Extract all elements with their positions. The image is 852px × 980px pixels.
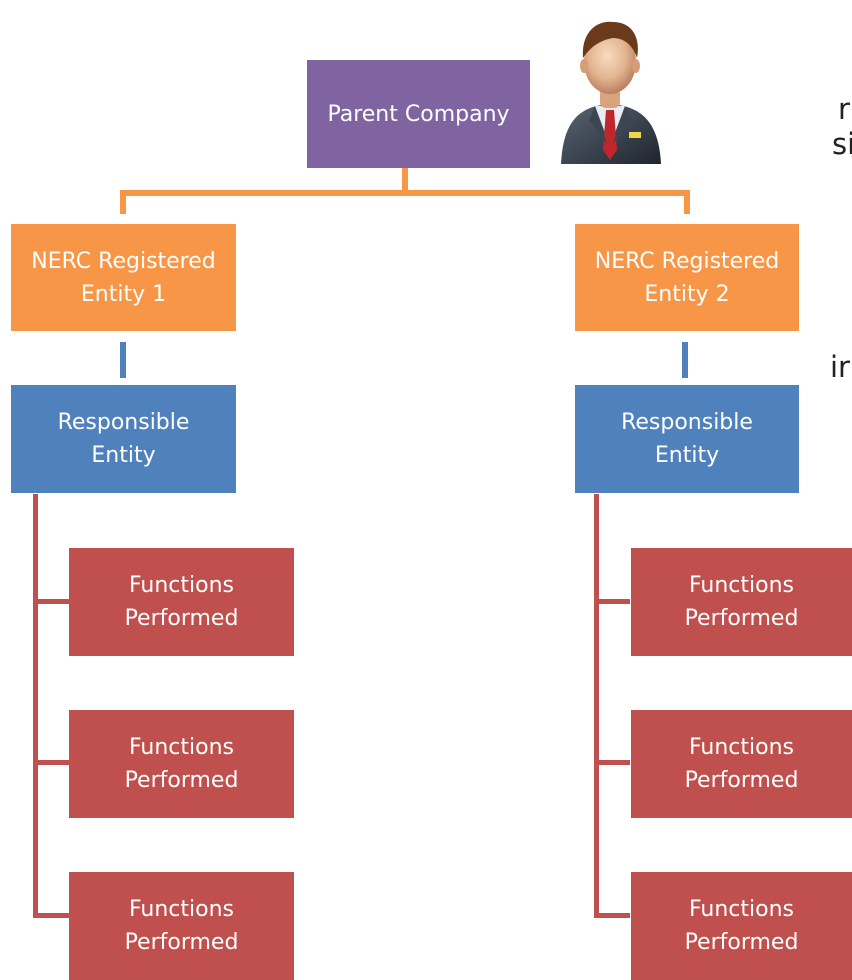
responsible-entity-1-line1: Responsible	[57, 410, 190, 435]
connector-right-blue	[682, 342, 688, 378]
responsible-entity-2-line2: Entity	[654, 443, 720, 468]
function-right-2-line1: Functions	[688, 735, 795, 760]
function-left-2-line2: Performed	[124, 768, 239, 793]
function-left-1-line2: Performed	[124, 606, 239, 631]
registered-entity-1-line1: NERC Registered	[31, 248, 216, 274]
registered-entity-1-box: NERC Registered Entity 1	[11, 224, 236, 331]
functions-tick-right-2	[594, 760, 630, 765]
functions-tick-right-3	[594, 913, 630, 918]
registered-entity-2-box: NERC Registered Entity 2	[575, 224, 799, 331]
function-left-3-line1: Functions	[128, 897, 235, 922]
businessman-icon	[561, 21, 661, 164]
function-left-3-box: Functions Performed	[69, 872, 294, 980]
function-left-1-line1: Functions	[128, 573, 235, 598]
function-left-1-box: Functions Performed	[69, 548, 294, 656]
parent-company-label: Parent Company	[327, 101, 510, 127]
connector-right-drop	[684, 190, 690, 214]
function-right-1-line2: Performed	[684, 606, 799, 631]
responsible-entity-2-line1: Responsible	[621, 410, 753, 435]
functions-tick-right-1	[594, 599, 630, 604]
connector-left-drop	[120, 190, 126, 214]
function-right-3-line2: Performed	[684, 930, 799, 955]
function-right-2-box: Functions Performed	[631, 710, 852, 818]
functions-tick-left-2	[33, 760, 69, 765]
functions-spine-right	[594, 494, 599, 917]
functions-tick-left-1	[33, 599, 69, 604]
function-left-3-line2: Performed	[124, 930, 239, 955]
responsible-entity-1-line2: Entity	[91, 443, 156, 468]
clipped-text-3: ir	[830, 350, 850, 384]
function-right-1-box: Functions Performed	[631, 548, 852, 656]
registered-entity-2-line2: Entity 2	[644, 281, 730, 307]
registered-entity-1-line2: Entity 1	[80, 281, 167, 307]
function-right-2-line2: Performed	[684, 768, 799, 793]
function-right-3-box: Functions Performed	[631, 872, 852, 980]
functions-tick-left-3	[33, 913, 69, 918]
function-left-2-box: Functions Performed	[69, 710, 294, 818]
function-left-2-line1: Functions	[128, 735, 235, 760]
connector-left-blue	[120, 342, 126, 378]
clipped-text-1: r	[838, 92, 850, 126]
registered-entity-2-line1: NERC Registered	[594, 248, 780, 274]
connector-parent-down	[402, 147, 408, 196]
clipped-text-2: si	[832, 127, 852, 161]
responsible-entity-1-box: Responsible Entity	[11, 385, 236, 493]
connector-horizontal	[120, 190, 690, 196]
responsible-entity-2-box: Responsible Entity	[575, 385, 799, 493]
function-right-1-line1: Functions	[688, 573, 795, 598]
parent-company-box: Parent Company	[307, 60, 530, 168]
function-right-3-line1: Functions	[688, 897, 795, 922]
functions-spine-left	[33, 494, 38, 917]
